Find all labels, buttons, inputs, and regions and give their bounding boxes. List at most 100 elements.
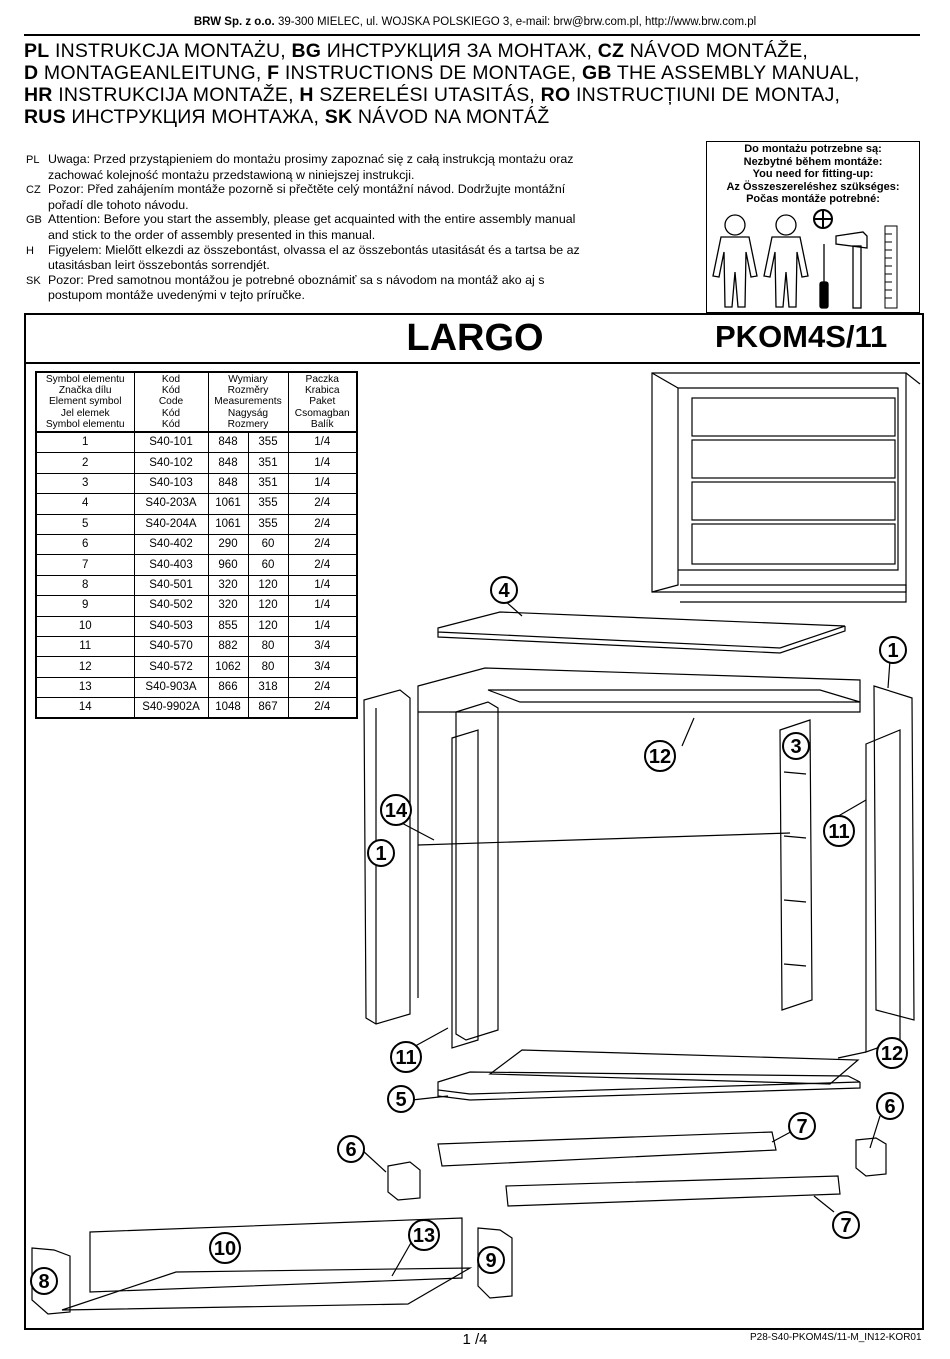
warning-text: Figyelem: Mielőtt elkezdi az összebontás… — [48, 242, 580, 257]
person-icon — [763, 214, 809, 308]
part-callout: 7 — [832, 1211, 860, 1239]
title-text: NÁVOD NA MONTÁŽ — [352, 106, 550, 128]
title-text: ИНСТРУКЦИЯ МОНТАЖА, — [65, 106, 325, 128]
title-line: D MONTAGEANLEITUNG, F INSTRUCTIONS DE MO… — [24, 62, 860, 84]
language-code: F — [267, 62, 280, 84]
part-11-right-mirror — [865, 729, 901, 1053]
part-callout: 3 — [782, 732, 810, 760]
phillips-cross-icon — [813, 209, 833, 229]
table-cell: S40-102 — [133, 452, 209, 474]
table-cell: 12 — [35, 656, 135, 678]
warning-text: utasitásban leirt összebontás sorrendjét… — [48, 258, 270, 273]
part-callout: 8 — [30, 1267, 58, 1295]
tools-line: Do montażu potrzebne są: — [744, 143, 882, 155]
tools-line: Počas montáže potrebné: — [746, 193, 880, 206]
language-code: HR — [24, 84, 53, 106]
table-cell: 13 — [35, 676, 135, 699]
table-cell: 320 — [207, 574, 249, 597]
tools-needed-box: Do montażu potrzebne są: Nezbytné během … — [706, 141, 920, 313]
part-callout: 4 — [490, 576, 518, 604]
language-code: SK — [324, 106, 353, 128]
part-2-left-inner-panel — [455, 701, 499, 1041]
warning-text: Uwaga: Przed przystąpieniem do montażu p… — [48, 152, 574, 166]
part-10-front-panel — [89, 1217, 463, 1293]
product-header-divider — [24, 362, 920, 364]
title-text: INSTRUCTIONS DE MONTAGE, — [279, 62, 582, 84]
part-9-end-piece — [477, 1227, 513, 1299]
title-text: ИНСТРУКЦИЯ ЗА МОНТАЖ, — [321, 40, 598, 62]
tools-line: You need for fitting-up: — [752, 168, 874, 181]
title-text: SZERELÉSI UTASITÁS, — [313, 84, 541, 106]
screwdriver-icon — [819, 244, 829, 309]
callout-number: 12 — [881, 1043, 903, 1065]
part-1-left-side-panel — [363, 689, 411, 1025]
language-code: PL — [24, 40, 50, 62]
callout-number: 8 — [38, 1271, 49, 1293]
warning-text: and stick to the order of assembly prese… — [48, 227, 376, 242]
part-1-right-side-panel — [873, 685, 915, 1021]
company-address: 39-300 MIELEC, ul. WOJSKA POLSKIEGO 3, e… — [274, 16, 757, 28]
table-cell: 1/4 — [287, 431, 358, 454]
language-code: H — [299, 84, 314, 106]
language-code: RUS — [24, 106, 66, 128]
part-4-top-panel — [437, 611, 846, 649]
warning-text: Pozor: Pred samotnou montážou je potrebn… — [48, 272, 545, 287]
table-cell: S40-502 — [133, 595, 209, 617]
part-7-plinth-back — [505, 1175, 841, 1207]
table-cell: S40-903A — [133, 676, 209, 699]
title-line: RUS ИНСТРУКЦИЯ МОНТАЖА, SK NÁVOD NA MONT… — [24, 106, 860, 128]
main-frame — [24, 313, 924, 1330]
table-cell: 2/4 — [287, 676, 358, 699]
part-callout: 9 — [477, 1246, 505, 1274]
table-cell: S40-403 — [133, 554, 209, 576]
table-cell: 2/4 — [287, 533, 358, 556]
part-callout: 10 — [209, 1232, 241, 1264]
callout-number: 11 — [828, 821, 849, 843]
part-12-bottom-mirror — [488, 1049, 860, 1085]
part-callout: 1 — [367, 839, 395, 867]
product-code: PKOM4S/11 — [715, 319, 888, 354]
table-cell: 14 — [35, 697, 135, 719]
warning-text: Pozor: Před zahájením montáže pozorně si… — [48, 182, 566, 197]
table-cell: 882 — [207, 635, 249, 658]
title-text: NÁVOD MONTÁŽE, — [624, 40, 809, 62]
table-cell: 1048 — [207, 697, 249, 719]
callout-number: 13 — [413, 1225, 435, 1247]
title-text: INSTRUKCJA MONTAŻU, — [49, 40, 292, 62]
warning-language-code: SK — [26, 274, 41, 287]
language-code: CZ — [597, 40, 625, 62]
table-cell: 1/4 — [287, 574, 358, 597]
part-callout: 5 — [387, 1085, 415, 1113]
language-code: BG — [291, 40, 322, 62]
table-cell: 866 — [207, 676, 249, 699]
title-text: INSTRUCȚIUNI DE MONTAJ, — [570, 84, 841, 106]
callout-number: 14 — [385, 800, 408, 822]
tools-illustration — [712, 209, 898, 309]
title-line: PL INSTRUKCJA MONTAŻU, BG ИНСТРУКЦИЯ ЗА … — [24, 40, 860, 62]
table-cell: 2/4 — [287, 697, 358, 719]
callout-number: 7 — [796, 1116, 807, 1138]
callout-number: 4 — [498, 580, 510, 602]
hammer-icon — [835, 231, 868, 309]
header-divider — [24, 34, 920, 36]
part-6-plinth-block-right — [855, 1137, 887, 1177]
part-callout: 6 — [337, 1135, 365, 1163]
callout-number: 1 — [887, 640, 898, 662]
callout-number: 5 — [395, 1089, 406, 1111]
warning-language-code: GB — [26, 214, 42, 227]
title-line: HR INSTRUKCIJA MONTAŽE, H SZERELÉSI UTAS… — [24, 84, 860, 106]
callout-number: 7 — [840, 1215, 851, 1237]
language-code: RO — [540, 84, 571, 106]
part-callout: 11 — [390, 1041, 422, 1073]
